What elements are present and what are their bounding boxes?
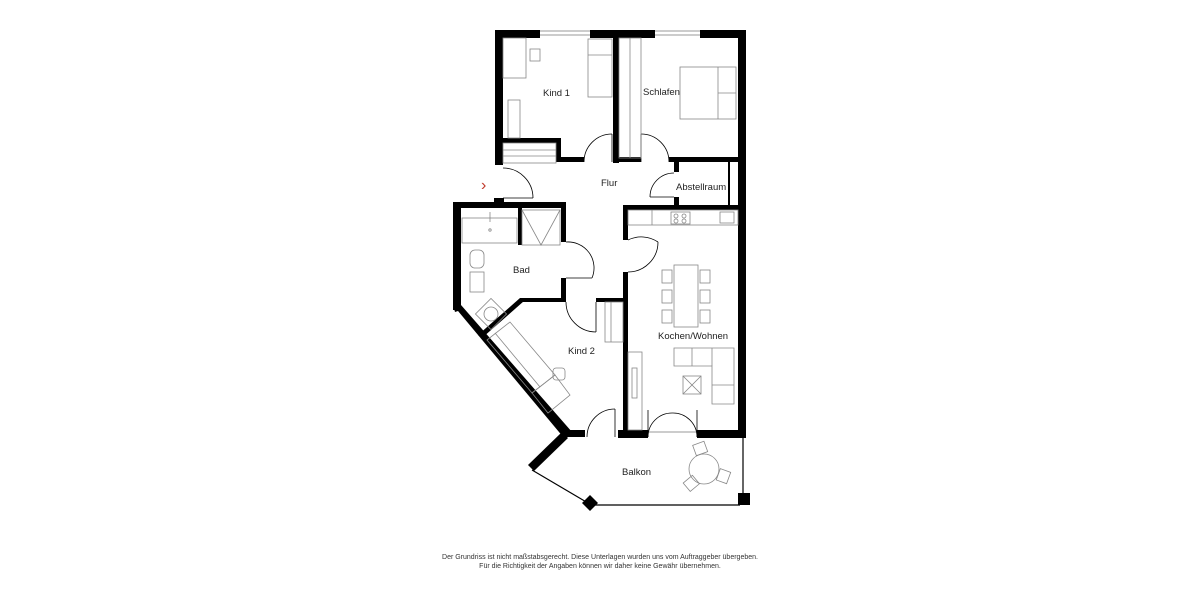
room-label-kind2: Kind 2 [568, 346, 595, 357]
room-label-flur: Flur [601, 178, 617, 189]
disclaimer-line-1: Der Grundriss ist nicht maßstabsgerecht.… [442, 554, 758, 561]
disclaimer-line-2: Für die Richtigkeit der Angaben können w… [479, 563, 721, 570]
room-label-kind1: Kind 1 [543, 88, 570, 99]
room-label-abstellraum: Abstellraum [676, 182, 726, 193]
balcony-railing [531, 438, 744, 506]
room-labels: Kind 1 Schlafen Flur Abstellraum Bad Kin… [513, 87, 728, 478]
windows [540, 30, 700, 433]
furniture [461, 37, 739, 493]
room-label-schlafen: Schlafen [643, 87, 680, 98]
walls [453, 30, 746, 438]
diagonal-walls [453, 298, 750, 511]
room-label-balkon: Balkon [622, 467, 651, 478]
room-label-bad: Bad [513, 265, 530, 276]
entrance-marker-icon: › [481, 177, 486, 194]
room-label-kochen-wohnen: Kochen/Wohnen [658, 331, 728, 342]
